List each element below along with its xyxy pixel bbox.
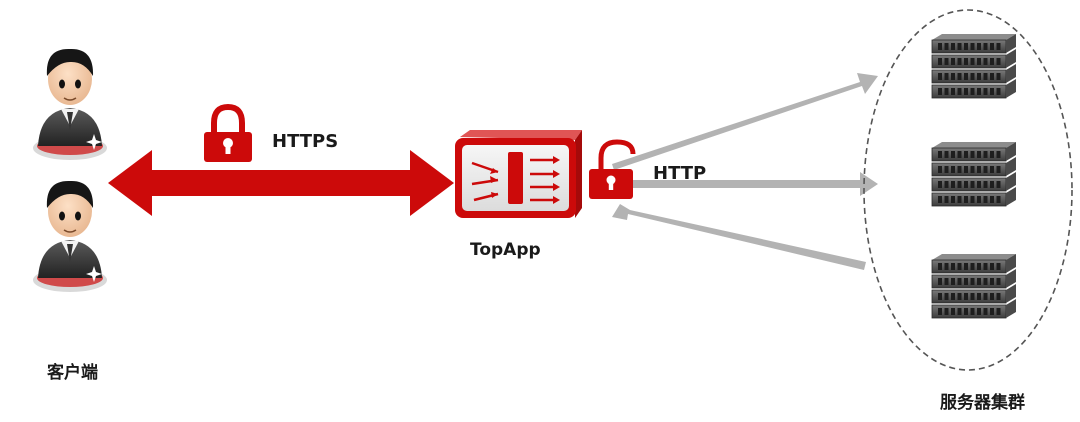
server-rack-icon xyxy=(931,142,1016,207)
http-label: HTTP xyxy=(653,163,707,184)
server-rack-icon xyxy=(931,254,1016,319)
server-cluster-label: 服务器集群 xyxy=(940,393,1025,413)
lock-closed-icon xyxy=(204,103,252,162)
lock-open-icon xyxy=(589,139,636,199)
https-label: HTTPS xyxy=(272,131,339,152)
load-balancer-icon xyxy=(455,130,582,218)
client-person-icon xyxy=(33,180,107,292)
http-arrows xyxy=(612,73,878,270)
server-cluster-boundary xyxy=(863,9,1073,371)
proxy-label: TopApp xyxy=(470,240,541,260)
client-person-icon xyxy=(33,48,107,160)
client-label: 客户端 xyxy=(47,363,98,383)
https-double-arrow xyxy=(108,150,454,216)
server-rack-icon xyxy=(931,34,1016,99)
